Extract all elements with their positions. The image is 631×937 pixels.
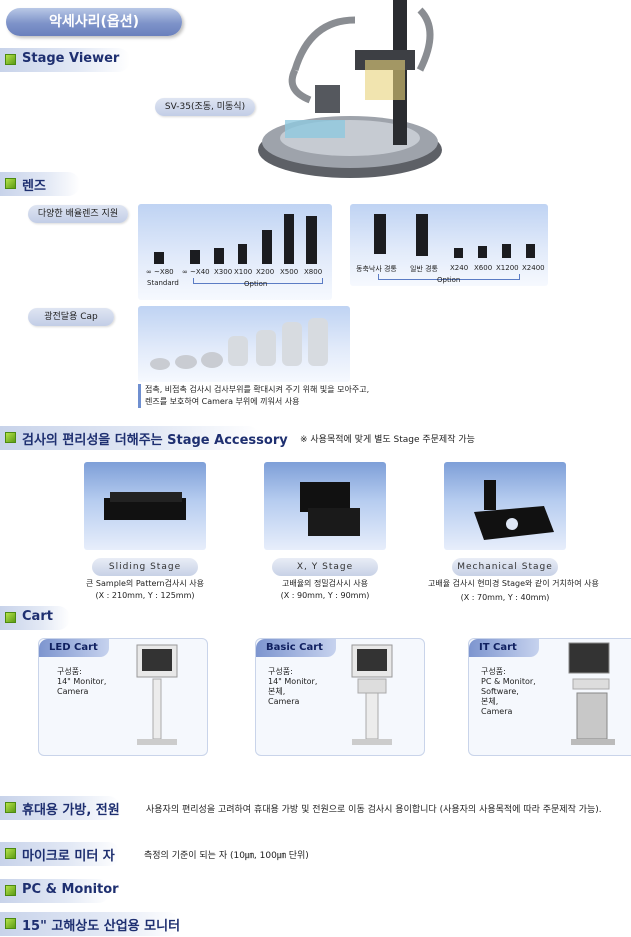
portable-desc: 사용자의 편리성을 고려하여 휴대용 가방 및 전원으로 이동 검사시 용이합니… — [146, 805, 602, 815]
lens-label: 일반 경통 — [410, 265, 438, 273]
section-micrometer: 마이크로 미터 자 — [0, 842, 140, 866]
cart-desc: 구성품: 14" Monitor, 본체, Camera — [268, 667, 318, 706]
mechanical-stage-name: Mechanical Stage — [452, 558, 558, 576]
section-lens: 렌즈 — [0, 172, 140, 196]
section-accessory: 검사의 편리성을 더해주는 Stage Accessory — [0, 426, 300, 450]
lens-label: X300 — [214, 268, 233, 276]
led-cart-box: LED Cart 구성품: 14" Monitor, Camera — [38, 638, 208, 756]
bullet-icon — [5, 848, 16, 859]
sliding-stage-size: (X : 210mm, Y : 125mm) — [95, 591, 195, 600]
basic-cart-box: Basic Cart 구성품: 14" Monitor, 본체, Camera — [255, 638, 425, 756]
sliding-stage-desc: 큰 Sample의 Pattern검사시 사용 — [86, 579, 204, 588]
it-cart-box: IT Cart 구성품: PC & Monitor, Software, 본체,… — [468, 638, 631, 756]
cap-note: 접촉, 비접촉 검사시 검사부위를 확대시켜 주기 위해 빛을 모아주고, 렌즈… — [138, 384, 369, 408]
lens-label: X500 — [280, 268, 299, 276]
lens-label: X200 — [256, 268, 275, 276]
cart-name: LED Cart — [39, 639, 109, 657]
basic-cart-image — [351, 644, 393, 745]
section-title: PC & Monitor — [22, 882, 119, 897]
cap-note-line: 렌즈를 보호하여 Camera 부위에 끼워서 사용 — [145, 397, 300, 406]
xy-stage-image — [264, 462, 386, 550]
stage-viewer-image — [258, 0, 442, 178]
bullet-icon — [5, 432, 16, 443]
option-bracket — [193, 278, 323, 284]
section-cart: Cart — [0, 606, 100, 630]
lens-label: X100 — [234, 268, 253, 276]
cart-desc: 구성품: 14" Monitor, Camera — [57, 667, 107, 696]
section-pc-monitor: PC & Monitor — [0, 879, 140, 903]
bullet-icon — [5, 885, 16, 896]
option-label: Option — [437, 276, 461, 284]
section-title: 휴대용 가방, 전원 — [22, 803, 120, 818]
bullet-icon — [5, 802, 16, 813]
section-title: 15" 고해상도 산업용 모니터 — [22, 919, 181, 934]
section-title: Cart — [22, 609, 53, 624]
mechanical-stage-image — [444, 462, 566, 550]
section-industrial-monitor: 15" 고해상도 산업용 모니터 — [0, 912, 200, 936]
cap-note-line: 접촉, 비접촉 검사시 검사부위를 확대시켜 주기 위해 빛을 모아주고, — [145, 385, 370, 394]
cart-name: IT Cart — [469, 639, 539, 657]
it-cart-image — [568, 642, 615, 745]
xy-stage-size: (X : 90mm, Y : 90mm) — [280, 591, 370, 600]
section-title: 마이크로 미터 자 — [22, 849, 115, 864]
lens-label: X600 — [474, 264, 493, 272]
bullet-icon — [5, 178, 16, 189]
sliding-stage-image — [84, 462, 206, 550]
sliding-stage-name: Sliding Stage — [92, 558, 198, 576]
section-title: 검사의 편리성을 더해주는 Stage Accessory — [22, 433, 288, 448]
magnification-badge: 다양한 배율렌즈 지원 — [28, 205, 128, 223]
cap-images — [150, 318, 328, 370]
section-portable: 휴대용 가방, 전원 — [0, 796, 140, 820]
standard-label: Standard — [147, 279, 179, 287]
option-label: Option — [244, 280, 268, 288]
led-cart-image — [136, 644, 178, 745]
lens-label: X240 — [450, 264, 469, 272]
xy-stage-name: X, Y Stage — [272, 558, 378, 576]
lens-images — [154, 214, 317, 264]
bullet-icon — [5, 612, 16, 623]
lens-label: ∞ ~X40 — [182, 268, 210, 276]
lens-label: X1200 — [496, 264, 519, 272]
lens-panel-standard — [138, 204, 332, 300]
cart-desc: 구성품: PC & Monitor, Software, 본체, Camera — [481, 667, 536, 716]
section-stage-viewer: Stage Viewer — [0, 48, 180, 72]
lens-label: 동축낙사 경통 — [356, 265, 397, 273]
lens-label: X2400 — [522, 264, 545, 272]
cart-name: Basic Cart — [256, 639, 336, 657]
option-bracket — [378, 274, 520, 280]
cap-badge: 광전달용 Cap — [28, 308, 114, 326]
lens-label: X800 — [304, 268, 323, 276]
accessory-note: ※ 사용목적에 맞게 별도 Stage 주문제작 가능 — [300, 435, 475, 445]
xy-stage-desc: 고배율의 정밀검사시 사용 — [281, 579, 369, 588]
mechanical-stage-desc: 고배율 검사시 현미경 Stage와 같이 거치하여 사용 — [428, 579, 599, 588]
micrometer-desc: 측정의 기준이 되는 자 (10㎛, 100㎛ 단위) — [144, 851, 309, 861]
lens-images-2 — [374, 214, 535, 258]
bullet-icon — [5, 54, 16, 65]
lens-label: ∞ ~X80 — [146, 268, 174, 276]
page-title: 악세사리(옵션) — [6, 8, 182, 36]
bullet-icon — [5, 918, 16, 929]
section-title: 렌즈 — [22, 179, 46, 194]
mechanical-stage-size: (X : 70mm, Y : 40mm) — [460, 593, 550, 602]
model-badge: SV-35(조동, 미동식) — [155, 98, 255, 116]
section-title: Stage Viewer — [22, 51, 120, 66]
